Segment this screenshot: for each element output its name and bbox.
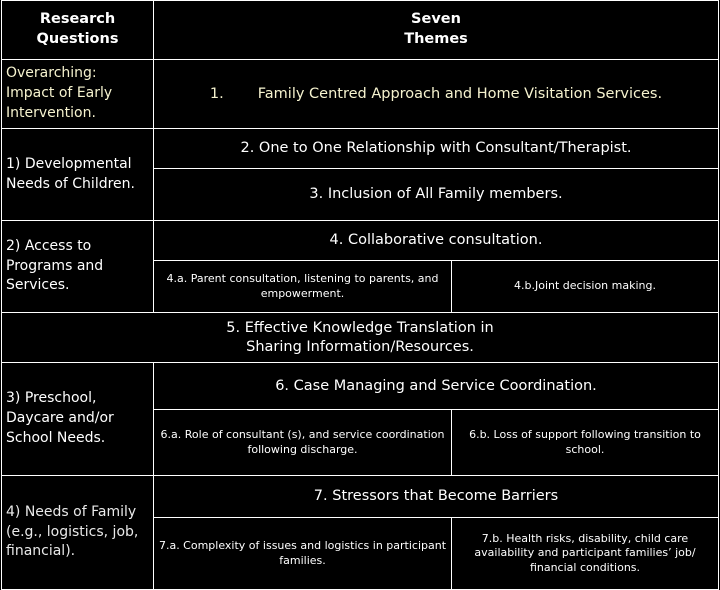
question-needs-of-family-line1: 4) Needs of Family — [6, 503, 137, 520]
question-developmental-needs-line1: 1) Developmental — [6, 155, 132, 172]
question-overarching: Overarching: Impact of Early Interventio… — [1, 59, 154, 129]
table-row-access-programs: 2) Access to Programs and Services. 4. C… — [1, 220, 719, 313]
question-overarching-line2: Impact of Early — [6, 85, 113, 102]
header-research-questions: Research Questions — [1, 0, 154, 60]
theme-4: 4. Collaborative consultation. — [153, 220, 719, 261]
theme-1-text: Family Centred Approach and Home Visitat… — [257, 85, 663, 102]
table-row-overarching: Overarching: Impact of Early Interventio… — [1, 59, 719, 129]
header-research-questions-line1: Research — [39, 11, 116, 28]
table-header-row: Research Questions Seven Themes — [1, 0, 719, 60]
header-seven-themes-line2: Themes — [404, 31, 468, 47]
theme-7: 7. Stressors that Become Barriers — [153, 475, 719, 518]
table-row-theme-3: 3. Inclusion of All Family members. — [2, 168, 719, 221]
table-row-needs-of-family: 4) Needs of Family (e.g., logistics, job… — [1, 475, 719, 590]
header-research-questions-line2: Questions — [36, 31, 119, 47]
theme-5: 5. Effective Knowledge Translation in Sh… — [1, 312, 719, 363]
theme-1-number: 1. — [209, 85, 224, 102]
question-preschool-daycare: 3) Preschool, Daycare and/or School Need… — [1, 362, 154, 476]
table-row-preschool-daycare: 3) Preschool, Daycare and/or School Need… — [1, 362, 719, 476]
header-seven-themes-line1: Seven — [411, 11, 461, 28]
theme-3: 3. Inclusion of All Family members. — [153, 168, 719, 221]
table-row-theme-4-subthemes: 4.a. Parent consultation, listening to p… — [2, 260, 719, 313]
table-row-theme-6-subthemes: 6.a. Role of consultant (s), and service… — [2, 409, 719, 476]
subtheme-7a: 7.a. Complexity of issues and logistics … — [153, 517, 452, 590]
table-row-theme-5: 5. Effective Knowledge Translation in Sh… — [1, 312, 719, 363]
question-access-programs-line3: Services. — [6, 277, 70, 294]
theme-6: 6. Case Managing and Service Coordinatio… — [153, 362, 719, 410]
subtheme-6b: 6.b. Loss of support following transitio… — [451, 409, 719, 476]
question-preschool-daycare-line1: 3) Preschool, — [6, 390, 97, 407]
question-needs-of-family-line2: (e.g., logistics, job, — [6, 523, 139, 540]
question-access-programs-line1: 2) Access to — [6, 237, 92, 254]
theme-2: 2. One to One Relationship with Consulta… — [153, 128, 719, 169]
theme-1: 1. Family Centred Approach and Home Visit… — [153, 59, 719, 129]
subtheme-6a: 6.a. Role of consultant (s), and service… — [153, 409, 452, 476]
subtheme-7b: 7.b. Health risks, disability, child car… — [451, 517, 719, 590]
subtheme-4a: 4.a. Parent consultation, listening to p… — [153, 260, 452, 313]
question-access-programs: 2) Access to Programs and Services. — [1, 220, 154, 313]
theme-5-line2: Sharing Information/Resources. — [246, 338, 474, 355]
header-seven-themes: Seven Themes — [153, 0, 719, 60]
question-overarching-line3: Intervention. — [6, 104, 96, 121]
question-needs-of-family-line3: financial). — [6, 543, 76, 560]
question-overarching-line1: Overarching: — [6, 65, 97, 82]
theme-5-line1: 5. Effective Knowledge Translation in — [226, 319, 494, 336]
table-row-developmental-needs: 1) Developmental Needs of Children. 2. O… — [1, 128, 719, 221]
question-preschool-daycare-line3: School Needs. — [6, 429, 106, 446]
question-developmental-needs-line2: Needs of Children. — [6, 175, 135, 192]
question-access-programs-line2: Programs and — [6, 257, 104, 274]
question-needs-of-family: 4) Needs of Family (e.g., logistics, job… — [1, 475, 154, 590]
subtheme-4b: 4.b.Joint decision making. — [451, 260, 719, 313]
question-preschool-daycare-line2: Daycare and/or — [6, 410, 114, 427]
question-developmental-needs: 1) Developmental Needs of Children. — [1, 128, 154, 221]
